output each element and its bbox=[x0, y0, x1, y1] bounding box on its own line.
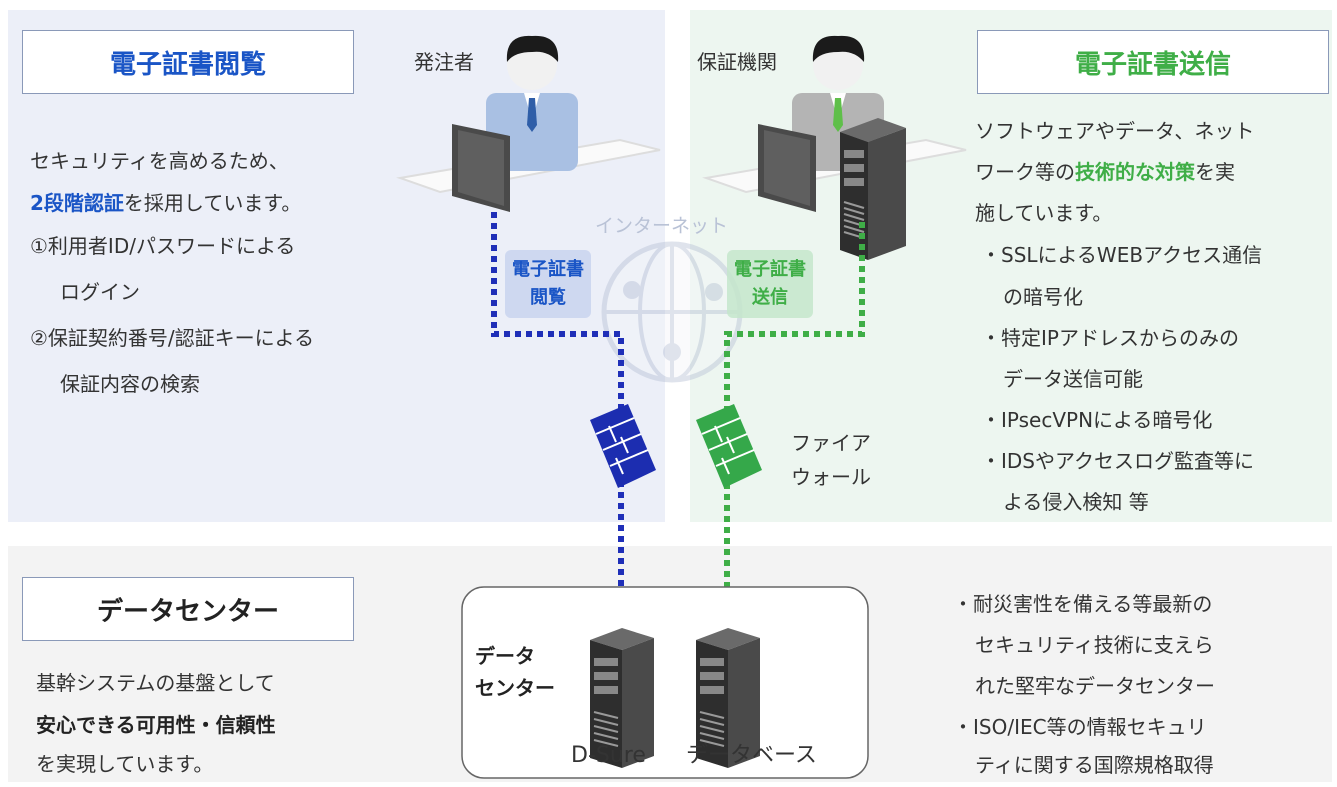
internet-globe-icon bbox=[601, 241, 743, 383]
datacenter-inner-label-line2: センター bbox=[475, 676, 555, 700]
datacenter-bullet-2-cont: ティに関する国際規格取得 bbox=[975, 753, 1214, 777]
guarantor-laptop-icon bbox=[758, 124, 816, 212]
view-section-title: 電子証書閲覧 bbox=[22, 30, 354, 94]
send-text-line2-pre: ワーク等の bbox=[975, 160, 1075, 184]
send-text-line2-post: を実 bbox=[1195, 160, 1235, 184]
view-text-line1: セキュリティを高めるため、 bbox=[30, 149, 289, 173]
orderer-label: 発注者 bbox=[414, 50, 474, 74]
send-tag-line2: 送信 bbox=[752, 287, 788, 308]
send-text-line1: ソフトウェアやデータ、ネット bbox=[975, 119, 1255, 143]
orderer-laptop-icon bbox=[452, 124, 510, 212]
send-section-title: 電子証書送信 bbox=[977, 30, 1329, 94]
send-bullet-1-cont: の暗号化 bbox=[1003, 285, 1083, 309]
datacenter-bullet-1-cont2: れた堅牢なデータセンター bbox=[975, 674, 1215, 698]
guarantor-server-icon bbox=[840, 118, 906, 260]
internet-label: インターネット bbox=[595, 215, 729, 237]
view-tag-bg bbox=[505, 250, 591, 318]
database-server-icon bbox=[696, 628, 760, 768]
guarantor-label: 保証機関 bbox=[697, 50, 777, 74]
view-tag-line2: 閲覧 bbox=[530, 287, 566, 308]
send-tag: 電子証書 送信 bbox=[732, 256, 808, 312]
send-bullet-3: ・IPsecVPNによる暗号化 bbox=[981, 408, 1213, 432]
view-tag-line1: 電子証書 bbox=[512, 259, 584, 280]
send-text-line2: ワーク等の技術的な対策を実 bbox=[975, 152, 1235, 192]
datacenter-bullet-1-cont: セキュリティ技術に支えら bbox=[975, 633, 1214, 657]
dsure-server-label: D-Sure bbox=[571, 743, 646, 768]
firewall-label-line2: ウォール bbox=[791, 465, 871, 489]
datacenter-bullet-1: ・耐災害性を備える等最新の bbox=[953, 592, 1213, 616]
send-bullet-4: ・IDSやアクセスログ監査等に bbox=[981, 449, 1254, 473]
view-text-line6: 保証内容の検索 bbox=[60, 372, 200, 396]
datacenter-text-line3: を実現しています。 bbox=[36, 752, 214, 776]
datacenter-inner-label-line1: データ bbox=[475, 644, 535, 668]
send-tag-bg bbox=[727, 250, 813, 318]
two-step-auth-highlight: 2段階認証 bbox=[30, 191, 124, 215]
send-text-line3: 施しています。 bbox=[975, 201, 1113, 225]
firewall-label-line1: ファイア bbox=[791, 431, 871, 455]
view-text-line2-rest: を採用しています。 bbox=[123, 191, 302, 215]
availability-highlight: 安心できる可用性・信頼性 bbox=[36, 713, 276, 737]
datacenter-text-line2: 安心できる可用性・信頼性 bbox=[36, 705, 276, 745]
view-text-line4: ログイン bbox=[60, 280, 140, 304]
technical-measures-highlight: 技術的な対策 bbox=[1075, 160, 1195, 184]
datacenter-text-line1: 基幹システムの基盤として bbox=[36, 671, 275, 695]
datacenter-inner-label: データ センター bbox=[475, 640, 555, 704]
datacenter-box bbox=[461, 586, 869, 779]
database-server-label: データベース bbox=[686, 743, 817, 768]
view-text-line3: ①利用者ID/パスワードによる bbox=[30, 234, 296, 258]
send-bullet-2: ・特定IPアドレスからのみの bbox=[981, 326, 1239, 350]
datacenter-section-title: データセンター bbox=[22, 577, 354, 641]
view-text-line2: 2段階認証を採用しています。 bbox=[30, 183, 301, 223]
view-tag: 電子証書 閲覧 bbox=[510, 256, 586, 312]
view-text-line5: ②保証契約番号/認証キーによる bbox=[30, 326, 315, 350]
blue-firewall-icon bbox=[590, 404, 656, 488]
green-firewall-icon bbox=[696, 404, 762, 488]
datacenter-bullet-2: ・ISO/IEC等の情報セキュリ bbox=[953, 715, 1207, 739]
send-bullet-1: ・SSLによるWEBアクセス通信 bbox=[981, 243, 1263, 267]
send-tag-line1: 電子証書 bbox=[734, 259, 806, 280]
send-bullet-4-cont: よる侵入検知 等 bbox=[1003, 490, 1149, 514]
send-bullet-2-cont: データ送信可能 bbox=[1003, 367, 1143, 391]
dsure-server-icon bbox=[590, 628, 654, 768]
firewall-label: ファイア ウォール bbox=[791, 426, 871, 494]
